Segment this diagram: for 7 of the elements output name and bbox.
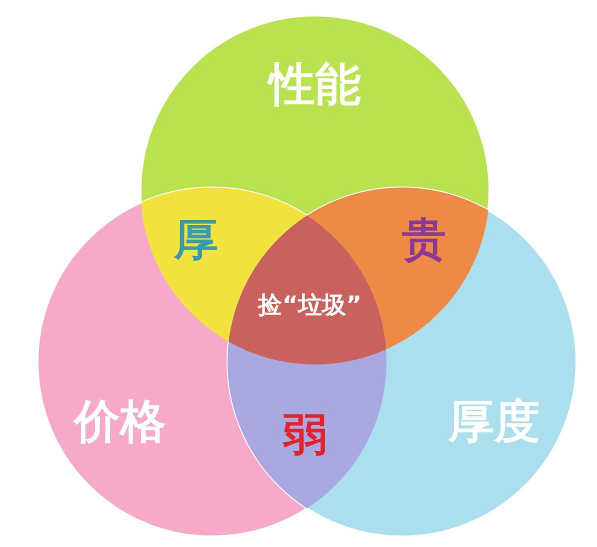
circle-label: 价格 [74,393,166,450]
region-label: 弱 [283,408,327,462]
circle-label: 厚度 [448,393,540,450]
circle-label: 性能 [269,56,361,113]
region-label: 厚 [174,214,218,268]
region-label: 捡“垃圾” [258,290,362,321]
region-label: 贵 [402,214,446,268]
